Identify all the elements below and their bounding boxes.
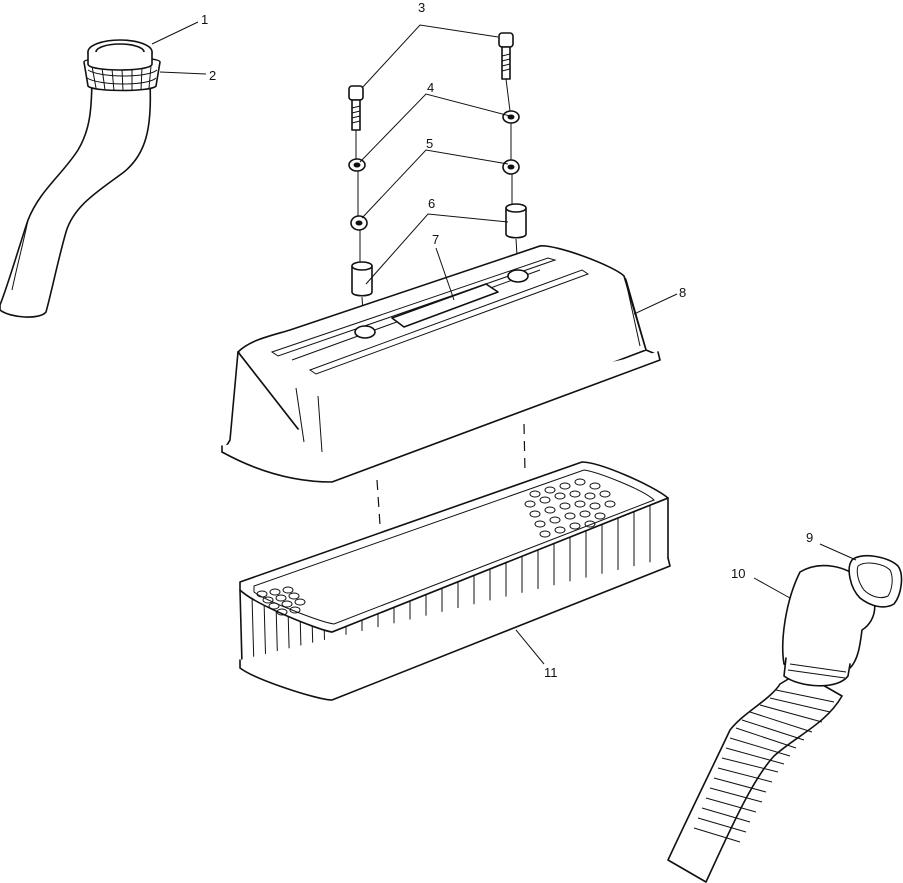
callout-6: 6	[428, 196, 435, 211]
washer-right-part-4	[502, 110, 520, 124]
callout-3: 3	[418, 0, 425, 15]
callout-5: 5	[426, 136, 433, 151]
callout-9: 9	[806, 530, 813, 545]
spacer-left-part-6	[351, 261, 373, 297]
washer-left-part-5	[350, 215, 368, 231]
spacer-right-part-6	[505, 203, 527, 239]
washer-left-part-4	[348, 158, 366, 172]
callout-7: 7	[432, 232, 439, 247]
callout-10: 10	[731, 566, 745, 581]
callout-4: 4	[427, 80, 434, 95]
washer-right-part-5	[502, 159, 520, 175]
callout-11: 11	[544, 665, 558, 680]
callout-8: 8	[679, 285, 686, 300]
filter-perforations	[256, 478, 616, 616]
callout-1: 1	[201, 12, 208, 27]
assembly-guide-lines	[376, 423, 526, 526]
outlet-bellows-hose	[667, 671, 843, 883]
air-box-cover-part-8	[221, 245, 661, 483]
callout-2: 2	[209, 68, 216, 83]
hose-cuff	[87, 39, 153, 71]
bolt-left-part-3	[348, 85, 364, 131]
callout-labels: 1 2 3 4 5 6 7 8 9 10 11	[201, 0, 813, 680]
leader-lines	[151, 21, 857, 665]
inlet-hose-part-1	[0, 71, 152, 318]
gasket-part-9	[848, 554, 903, 608]
bolt-right-part-3	[498, 32, 514, 80]
outlet-boot-part-10	[781, 564, 876, 687]
bolt-axis-lines	[355, 78, 513, 262]
air-filter-part-11	[239, 461, 671, 701]
